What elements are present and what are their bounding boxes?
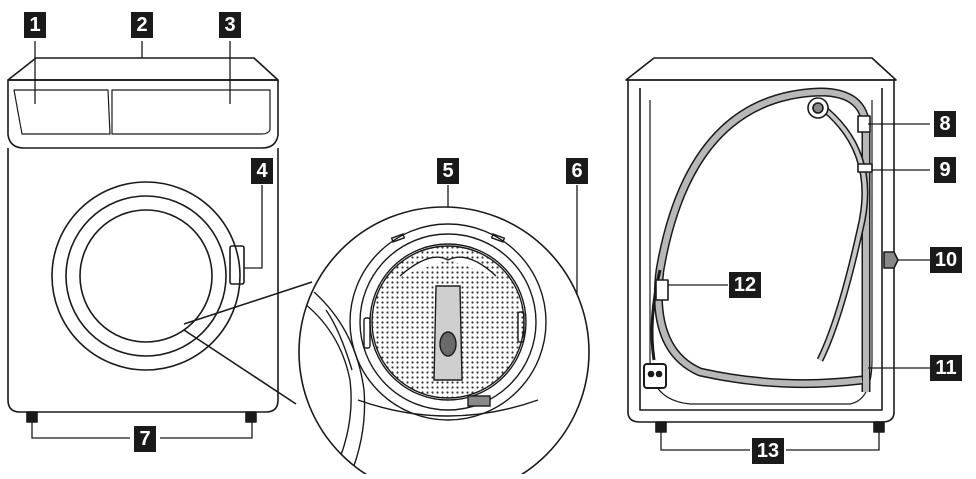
callout-1: 1 [24, 12, 46, 38]
front-top-lid [7, 57, 279, 81]
filter-cover [467, 395, 491, 407]
callout-7: 7 [134, 426, 156, 452]
front-control-panel [7, 79, 279, 149]
callout-9: 9 [934, 157, 956, 183]
cable-clip [655, 279, 669, 301]
control-knobs-panel [111, 89, 271, 135]
front-body [7, 148, 279, 413]
back-top-lid [625, 57, 897, 81]
callout-5: 5 [437, 158, 459, 184]
transport-bolt [883, 251, 899, 269]
callout-8: 8 [934, 111, 956, 137]
callout-10: 10 [930, 247, 962, 273]
callout-2: 2 [131, 12, 153, 38]
back-body [627, 80, 895, 423]
back-view [625, 57, 899, 433]
front-foot-right [245, 411, 257, 423]
callout-12: 12 [729, 272, 761, 298]
back-foot-left [655, 421, 667, 433]
callout-3: 3 [219, 12, 241, 38]
door-gasket [349, 223, 547, 421]
door-inner-ring [65, 195, 227, 357]
callout-13: 13 [752, 438, 784, 464]
callout-11: 11 [930, 355, 962, 381]
front-view [7, 57, 313, 423]
hose-holder [857, 163, 873, 173]
zoom-detail [298, 206, 590, 479]
callout-4: 4 [251, 158, 273, 184]
door-outer-ring [51, 181, 241, 371]
back-foot-right [873, 421, 885, 433]
back-leader-lines [660, 123, 930, 451]
detergent-drawer [13, 89, 111, 135]
drain-hose [653, 87, 871, 392]
power-plug [643, 363, 667, 389]
callout-6: 6 [566, 158, 588, 184]
door-handle [229, 245, 245, 285]
door-glass [79, 209, 213, 343]
